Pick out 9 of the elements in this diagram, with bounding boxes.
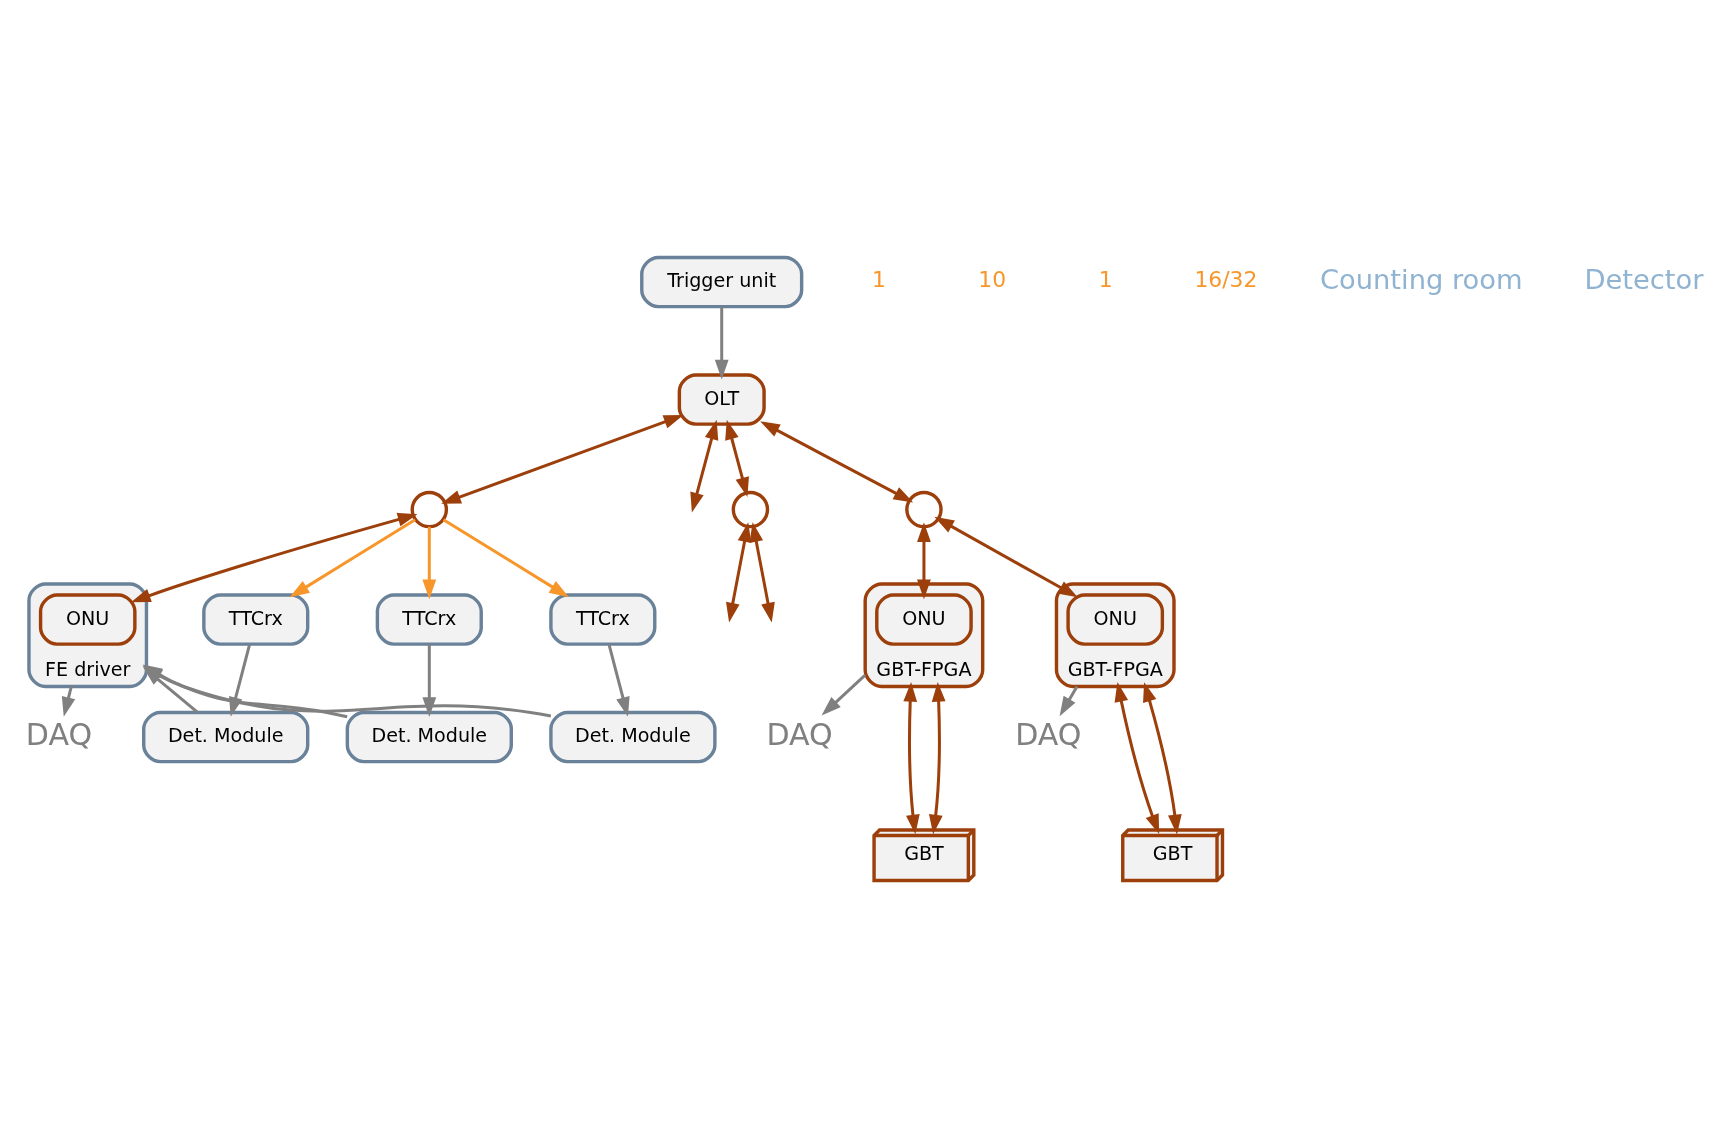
- label: 16/32: [1194, 267, 1258, 293]
- label: 1: [871, 267, 886, 293]
- label: Detector: [1584, 263, 1704, 295]
- node-text: DAQ: [1015, 716, 1082, 752]
- label: Counting room: [1319, 263, 1523, 295]
- label: 1: [1098, 267, 1113, 293]
- node-text: DAQ: [25, 716, 93, 752]
- label: 10: [978, 267, 1007, 293]
- node-text: DAQ: [766, 716, 833, 752]
